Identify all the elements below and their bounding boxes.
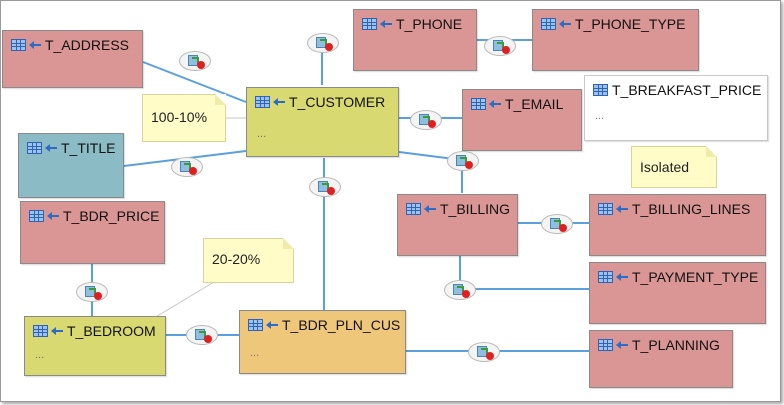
- table-t-bdr-price[interactable]: T_BDR_PRICE: [20, 201, 165, 264]
- table-icon: [29, 210, 44, 222]
- table-icon: [593, 84, 608, 96]
- columns-placeholder: ...: [595, 110, 605, 122]
- arrow-left-icon: [47, 212, 59, 220]
- table-name: T_BDR_PRICE: [63, 208, 160, 224]
- arrow-left-icon: [559, 20, 571, 28]
- table-icon: [27, 142, 42, 154]
- table-icon: [598, 203, 613, 215]
- table-icon: [362, 18, 377, 30]
- relationship-phone-phonetype[interactable]: [484, 36, 516, 56]
- table-t-customer[interactable]: T_CUSTOMER ...: [246, 87, 399, 157]
- table-t-bdr-pln-cus[interactable]: T_BDR_PLN_CUS ...: [239, 310, 406, 374]
- table-name: T_BILLING_LINES: [632, 201, 751, 217]
- table-icon: [406, 203, 421, 215]
- relationship-icon: [204, 335, 212, 343]
- table-t-title[interactable]: T_TITLE: [18, 133, 124, 198]
- table-icon: [11, 39, 26, 51]
- table-icon: [33, 325, 48, 337]
- note-customer[interactable]: 100-10%: [142, 94, 226, 142]
- table-name: T_EMAIL: [505, 96, 564, 112]
- table-icon: [248, 319, 263, 331]
- relationship-bedroom-bdrplncus[interactable]: [186, 325, 218, 345]
- table-name: T_PHONE: [396, 16, 463, 32]
- relationship-billing-billinglines[interactable]: [541, 214, 573, 234]
- table-icon: [598, 339, 613, 351]
- relationship-icon: [502, 46, 510, 54]
- arrow-left-icon: [616, 341, 628, 349]
- relationship-icon: [94, 292, 102, 300]
- relationship-icon: [465, 161, 473, 169]
- table-name: T_TITLE: [61, 140, 116, 156]
- note-breakfast-price[interactable]: Isolated: [631, 146, 717, 188]
- relationship-icon: [559, 224, 567, 232]
- table-icon: [541, 18, 556, 30]
- relationship-bedroom-bdrprice[interactable]: [76, 282, 108, 302]
- table-name: T_BILLING: [440, 201, 511, 217]
- table-icon: [471, 98, 486, 110]
- table-icon: [255, 96, 270, 108]
- table-t-bedroom[interactable]: T_BEDROOM ...: [24, 316, 166, 376]
- table-t-billing-lines[interactable]: T_BILLING_LINES: [589, 194, 766, 256]
- arrow-left-icon: [616, 273, 628, 281]
- relationship-title-customer[interactable]: [171, 157, 203, 177]
- arrow-left-icon: [489, 100, 501, 108]
- columns-placeholder: ...: [35, 349, 45, 361]
- relationship-icon: [428, 120, 436, 128]
- relationship-icon: [189, 167, 197, 175]
- relationship-icon: [486, 352, 494, 360]
- table-name: T_BREAKFAST_PRICE: [612, 82, 762, 98]
- arrow-left-icon: [424, 205, 436, 213]
- table-icon: [598, 271, 613, 283]
- table-name: T_BDR_PLN_CUS: [282, 317, 401, 333]
- columns-placeholder: ...: [257, 128, 267, 140]
- arrow-left-icon: [380, 20, 392, 28]
- table-t-payment-type[interactable]: T_PAYMENT_TYPE: [589, 262, 766, 324]
- relationship-planning-bdrplncus[interactable]: [468, 342, 500, 362]
- relationship-bdrplncus-customer[interactable]: [309, 177, 341, 197]
- arrow-left-icon: [51, 327, 63, 335]
- arrow-left-icon: [273, 98, 285, 106]
- table-name: T_ADDRESS: [45, 37, 130, 53]
- relationship-icon: [327, 187, 335, 195]
- relationship-billing-customer[interactable]: [447, 151, 479, 171]
- table-name: T_PLANNING: [632, 337, 720, 353]
- table-t-breakfast-price[interactable]: T_BREAKFAST_PRICE ...: [584, 75, 768, 141]
- relationship-address-customer[interactable]: [179, 51, 211, 71]
- table-t-phone[interactable]: T_PHONE: [353, 9, 477, 71]
- relationship-phone-customer[interactable]: [307, 33, 339, 53]
- relationship-billing-paymenttype[interactable]: [444, 280, 476, 300]
- arrow-left-icon: [616, 205, 628, 213]
- columns-placeholder: ...: [250, 347, 260, 359]
- relationship-icon: [197, 61, 205, 69]
- table-t-address[interactable]: T_ADDRESS: [2, 30, 143, 88]
- table-t-email[interactable]: T_EMAIL: [462, 89, 582, 151]
- table-name: T_CUSTOMER: [289, 94, 386, 110]
- table-name: T_BEDROOM: [67, 323, 156, 339]
- note-bedroom[interactable]: 20-20%: [203, 238, 294, 283]
- table-t-phone-type[interactable]: T_PHONE_TYPE: [532, 9, 699, 71]
- table-name: T_PAYMENT_TYPE: [632, 269, 759, 285]
- arrow-left-icon: [266, 321, 278, 329]
- relationship-email-customer[interactable]: [410, 110, 442, 130]
- table-name: T_PHONE_TYPE: [575, 16, 686, 32]
- arrow-left-icon: [45, 144, 57, 152]
- relationship-icon: [325, 43, 333, 51]
- table-t-planning[interactable]: T_PLANNING: [589, 330, 733, 388]
- relationship-icon: [462, 290, 470, 298]
- table-t-billing[interactable]: T_BILLING: [397, 194, 518, 256]
- arrow-left-icon: [29, 41, 41, 49]
